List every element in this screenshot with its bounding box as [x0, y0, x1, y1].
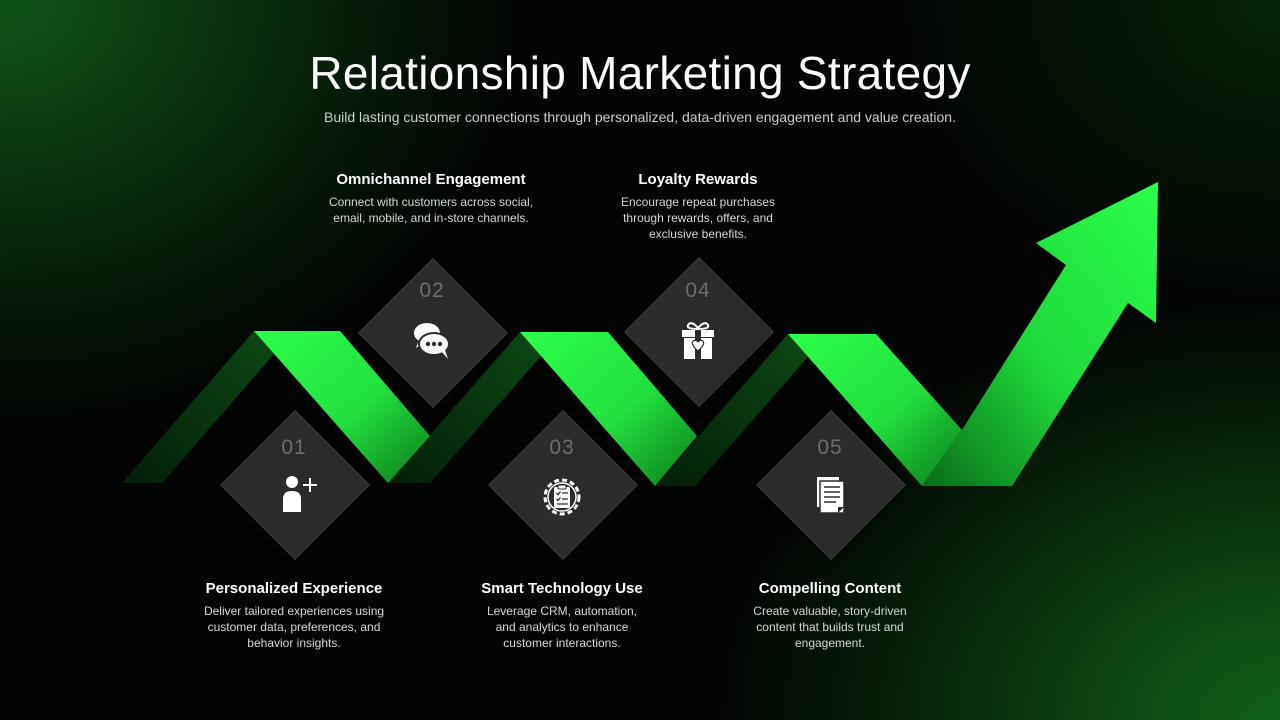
ribbon-down-segment-3 [788, 334, 962, 486]
step-01-title: Personalized Experience [205, 580, 383, 597]
step-03-number: 03 [549, 436, 575, 459]
ribbon-up-segment-3 [655, 334, 828, 486]
step-02-description: Connect with customers across social, em… [328, 195, 534, 225]
step-05-text: Compelling Content Create valuable, stor… [710, 580, 950, 651]
add-user-icon [283, 476, 317, 512]
step-01-text: Personalized Experience Deliver tailored… [174, 580, 414, 651]
ribbon-down-segment-2 [520, 332, 697, 486]
page-subtitle: Build lasting customer connections throu… [324, 109, 956, 125]
page-title: Relationship Marketing Strategy [309, 47, 971, 99]
step-03-text: Smart Technology Use Leverage CRM, autom… [442, 580, 682, 651]
ribbon-down-segment-1 [254, 331, 430, 483]
step-05-title: Compelling Content [758, 580, 902, 597]
documents-icon [817, 477, 845, 514]
step-05-number: 05 [817, 436, 843, 459]
step-01-description: Deliver tailored experiences using custo… [203, 604, 385, 650]
gift-box-icon [682, 322, 714, 359]
step-05-description: Create valuable, story-driven content th… [753, 604, 907, 650]
ribbon-up-segment-1 [122, 331, 294, 483]
chat-bubbles-icon [414, 323, 450, 359]
step-04-description: Encourage repeat purchases through rewar… [620, 195, 776, 241]
step-02-number: 02 [419, 279, 445, 302]
ribbon-up-segment-2 [388, 332, 562, 483]
step-03-title: Smart Technology Use [481, 580, 643, 597]
step-04-number: 04 [685, 279, 711, 302]
step-04-title: Loyalty Rewards [638, 171, 758, 188]
ribbon-arrow-head [922, 182, 1158, 486]
step-02-title: Omnichannel Engagement [336, 171, 526, 188]
step-02-text: Omnichannel Engagement Connect with cust… [300, 171, 562, 226]
step-01-number: 01 [281, 436, 307, 459]
gear-clipboard-icon [543, 478, 581, 516]
step-04-text: Loyalty Rewards Encourage repeat purchas… [578, 171, 818, 242]
step-03-description: Leverage CRM, automation, and analytics … [486, 604, 638, 650]
